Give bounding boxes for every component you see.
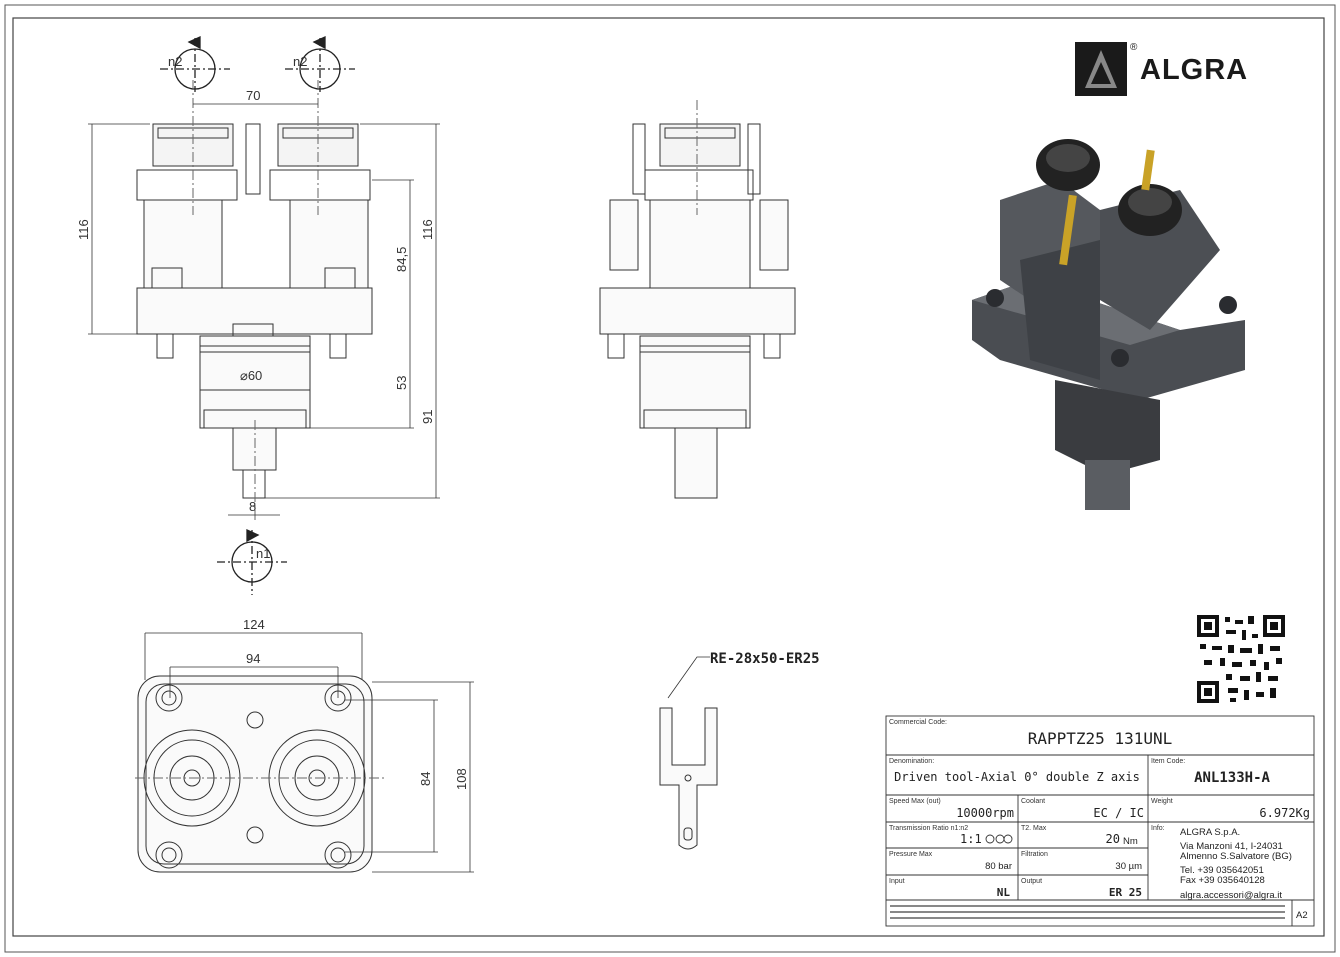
output-label: Output — [1021, 878, 1042, 885]
input-label: Input — [889, 878, 905, 885]
info-email: algra.accessori@algra.it — [1180, 890, 1282, 901]
commercial-code: RAPPTZ25 131UNL — [1028, 729, 1173, 748]
weight-value: 6.972Kg — [1259, 806, 1310, 820]
key-callout-label: RE-28x50-ER25 — [710, 651, 820, 667]
rotation-arrow-icon — [187, 35, 201, 50]
title-block — [885, 715, 1315, 927]
dim-pitch-70: 70 — [246, 88, 260, 103]
input-value: NL — [997, 886, 1011, 899]
output-value: ER 25 — [1109, 886, 1142, 899]
rotation-arrow-icon — [246, 528, 260, 543]
rotation-arrow-icon — [312, 35, 326, 50]
front-view — [136, 80, 373, 520]
torque-unit: Nm — [1123, 836, 1138, 847]
info-address-1: Via Manzoni 41, I-24031 — [1180, 841, 1283, 852]
denomination-label: Denomination: — [889, 758, 934, 765]
speed-value: 10000rpm — [956, 806, 1014, 820]
rotation-label-n2-left: n2 — [168, 54, 182, 69]
dim-height-84: 84 — [418, 772, 433, 786]
dim-total-91: 91 — [420, 410, 435, 424]
sheet-size: A2 — [1296, 910, 1308, 921]
ratio-label: Transmission Ratio n1:n2 — [889, 825, 968, 832]
registered-mark: ® — [1130, 42, 1138, 53]
info-address-2: Almenno S.Salvatore (BG) — [1180, 851, 1292, 862]
item-code-label: Item Code: — [1151, 758, 1185, 765]
dim-upper-84-5: 84,5 — [394, 247, 409, 272]
dim-height-116-right: 116 — [420, 219, 435, 240]
front-dimension-lines — [88, 103, 440, 516]
plan-view — [135, 675, 385, 873]
drive-key-drawing — [659, 707, 718, 850]
info-tel: Tel. +39 035642051 — [1180, 865, 1264, 876]
coolant-value: EC / IC — [1093, 806, 1144, 820]
title-block-microtext — [890, 905, 1285, 919]
pressure-value: 80 bar — [985, 861, 1012, 872]
speed-label: Speed Max (out) — [889, 798, 941, 805]
item-code: ANL133H-A — [1194, 770, 1270, 786]
plan-dimension-lines — [144, 632, 474, 873]
inner-border — [12, 17, 1325, 937]
torque-label: T2. Max — [1021, 825, 1047, 832]
info-company: ALGRA S.p.A. — [1180, 827, 1240, 838]
ratio-value: 1:1 — [960, 832, 982, 846]
rotation-label-n2-right: n2 — [293, 54, 307, 69]
algra-logo: ALGRA ® — [1075, 42, 1248, 96]
dim-width-124: 124 — [243, 617, 265, 632]
rotation-symbol-right — [285, 35, 355, 92]
weight-label: Weight — [1151, 798, 1173, 805]
torque-value: 20 — [1106, 832, 1120, 846]
dim-diameter-60: ⌀60 — [240, 368, 262, 383]
dim-shaft-8: 8 — [249, 499, 256, 514]
dim-height-116-left: 116 — [76, 219, 91, 240]
commercial-code-label: Commercial Code: — [889, 719, 947, 726]
rotation-label-n1: n1 — [256, 546, 270, 561]
ratio-rotation-icon — [985, 834, 1013, 844]
brand-name: ALGRA — [1140, 54, 1248, 86]
dim-height-108: 108 — [454, 768, 469, 790]
rotation-symbol-input — [217, 528, 287, 595]
product-3d-render — [972, 139, 1245, 510]
callout-leader — [667, 656, 710, 699]
rotation-symbol-left — [160, 35, 230, 92]
info-fax: Fax +39 035640128 — [1180, 875, 1265, 886]
denomination: Driven tool-Axial 0° double Z axis — [894, 770, 1140, 784]
pressure-label: Pressure Max — [889, 851, 933, 858]
filtration-value: 30 µm — [1115, 861, 1142, 872]
outer-border — [4, 4, 1336, 953]
coolant-label: Coolant — [1021, 798, 1045, 805]
filtration-label: Filtration — [1021, 851, 1048, 858]
qr-code — [1197, 615, 1285, 703]
side-view — [599, 100, 796, 499]
dim-width-94: 94 — [246, 651, 260, 666]
dim-lower-53: 53 — [394, 376, 409, 390]
info-label: Info: — [1151, 825, 1165, 832]
